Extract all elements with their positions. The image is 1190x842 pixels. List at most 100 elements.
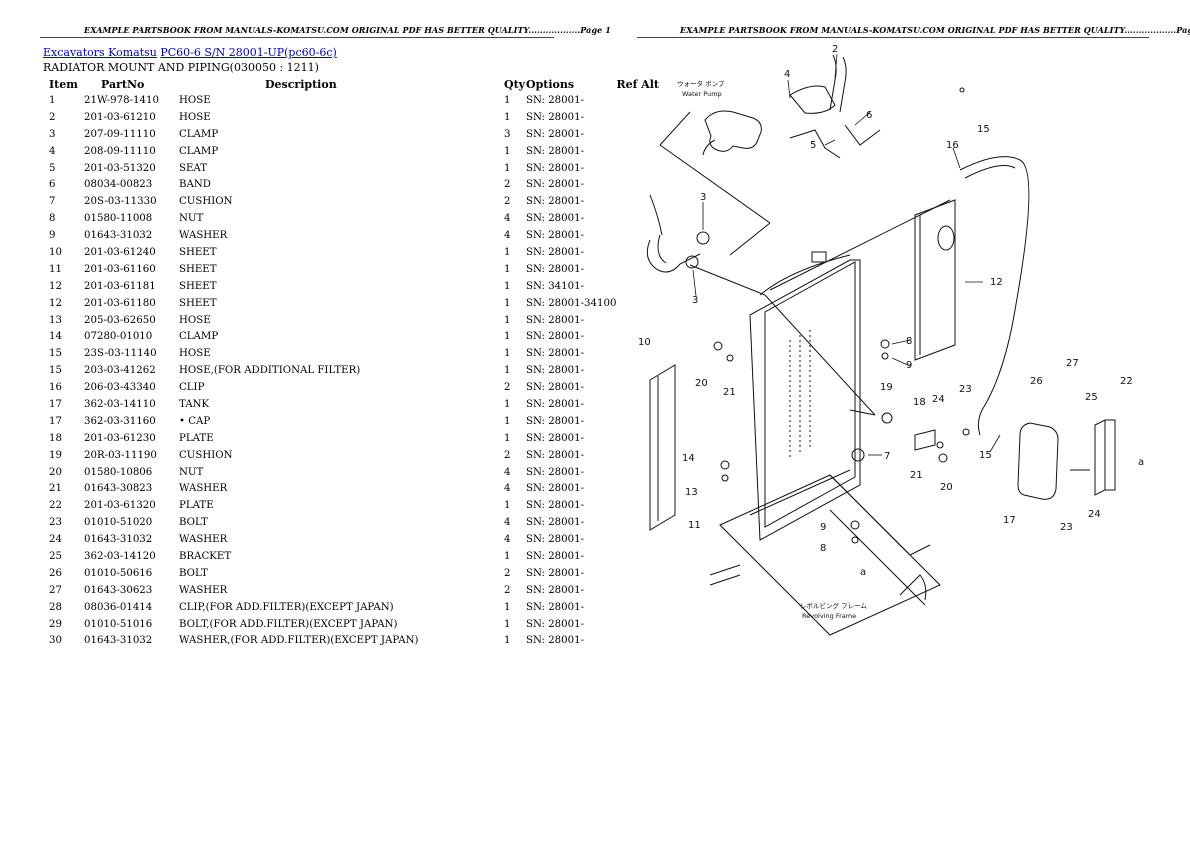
item-cell: 11	[49, 263, 62, 275]
description-cell: CUSHION	[179, 449, 233, 461]
description-cell: CUSHION	[179, 196, 233, 208]
description-cell: HOSE,(FOR ADDITIONAL FILTER)	[179, 365, 361, 377]
callout-14: 14	[682, 453, 695, 464]
partno-cell: 01010-51016	[84, 618, 153, 630]
options-cell: SN: 28001-	[526, 601, 585, 613]
description-cell: BAND	[179, 179, 211, 191]
options-cell: SN: 28001-	[526, 415, 585, 427]
description-cell: WASHER	[179, 534, 228, 546]
partno-cell: 20R-03-11190	[84, 449, 157, 461]
page2-header-rule	[637, 37, 1149, 38]
partno-cell: 201-03-61210	[84, 111, 156, 123]
item-cell: 20	[49, 466, 62, 478]
item-cell: 1	[49, 94, 56, 106]
callout-3a: 3	[700, 192, 706, 203]
partno-cell: 205-03-62650	[84, 314, 156, 326]
item-cell: 23	[49, 517, 62, 529]
qty-cell: 1	[504, 635, 511, 647]
qty-cell: 1	[504, 415, 511, 427]
item-cell: 12	[49, 297, 62, 309]
partno-cell: 01580-10806	[84, 466, 153, 478]
water-pump-label-jp: ウォータ ポンプ	[677, 79, 725, 88]
options-cell: SN: 28001-	[526, 230, 585, 242]
options-cell: SN: 28001-	[526, 348, 585, 360]
item-cell: 28	[49, 601, 62, 613]
qty-cell: 4	[504, 517, 511, 529]
options-cell: SN: 28001-	[526, 263, 585, 275]
qty-cell: 2	[504, 382, 511, 394]
description-cell: BOLT	[179, 567, 208, 579]
callout-21a: 21	[723, 387, 736, 398]
callout-6: 6	[866, 110, 872, 121]
partno-cell: 201-03-51320	[84, 162, 156, 174]
item-cell: 27	[49, 584, 62, 596]
partno-cell: 08034-00823	[84, 179, 153, 191]
qty-cell: 1	[504, 280, 511, 292]
item-cell: 6	[49, 179, 56, 191]
callout-13: 13	[685, 487, 698, 498]
item-cell: 30	[49, 635, 62, 647]
description-cell: CLIP	[179, 382, 205, 394]
options-cell: SN: 28001-	[526, 500, 585, 512]
callout-24b: 24	[1088, 509, 1101, 520]
partno-cell: 201-03-61180	[84, 297, 156, 309]
options-cell: SN: 28001-	[526, 635, 585, 647]
breadcrumb-link-model[interactable]: PC60-6 S/N 28001-UP(pc60-6c)	[160, 46, 337, 59]
page1-header: EXAMPLE PARTSBOOK FROM MANUALS-KOMATSU.C…	[84, 25, 611, 35]
item-cell: 10	[49, 246, 62, 258]
qty-cell: 4	[504, 466, 511, 478]
options-cell: SN: 28001-	[526, 618, 585, 630]
partno-cell: 207-09-11110	[84, 128, 156, 140]
callout-5: 5	[810, 140, 816, 151]
qty-cell: 1	[504, 500, 511, 512]
qty-cell: 2	[504, 179, 511, 191]
description-cell: NUT	[179, 213, 204, 225]
callout-12: 12	[990, 277, 1003, 288]
options-cell: SN: 28001-	[526, 111, 585, 123]
description-cell: CLAMP	[179, 128, 219, 140]
item-cell: 8	[49, 213, 56, 225]
description-cell: PLATE	[179, 500, 214, 512]
item-cell: 9	[49, 230, 56, 242]
partno-cell: 01643-31032	[84, 635, 153, 647]
breadcrumb-link-excavators[interactable]: Excavators Komatsu	[43, 46, 157, 59]
qty-cell: 2	[504, 584, 511, 596]
callout-18: 18	[913, 397, 926, 408]
description-cell: BRACKET	[179, 550, 232, 562]
description-cell: SEAT	[179, 162, 208, 174]
callout-15b: 15	[979, 450, 992, 461]
partno-cell: 01010-51020	[84, 517, 153, 529]
revolving-frame-label: Revolving Frame	[802, 612, 856, 620]
item-cell: 5	[49, 162, 56, 174]
qty-cell: 1	[504, 111, 511, 123]
qty-cell: 2	[504, 196, 511, 208]
options-cell: SN: 28001-	[526, 213, 585, 225]
item-cell: 24	[49, 534, 62, 546]
qty-cell: 4	[504, 230, 511, 242]
partno-cell: 201-03-61230	[84, 432, 156, 444]
partno-cell: 21W-978-1410	[84, 94, 159, 106]
options-cell: SN: 28001-	[526, 517, 585, 529]
options-cell: SN: 28001-	[526, 196, 585, 208]
col-qty: Qty	[504, 77, 526, 91]
description-cell: HOSE	[179, 94, 211, 106]
breadcrumb: Excavators Komatsu PC60-6 S/N 28001-UP(p…	[43, 46, 337, 59]
partno-cell: 362-03-14110	[84, 398, 156, 410]
col-options: Options	[526, 77, 575, 91]
callout-21b: 21	[910, 470, 923, 481]
qty-cell: 1	[504, 331, 511, 343]
page2-header: EXAMPLE PARTSBOOK FROM MANUALS-KOMATSU.C…	[680, 25, 1190, 35]
partno-cell: 203-03-41262	[84, 365, 156, 377]
item-cell: 18	[49, 432, 62, 444]
